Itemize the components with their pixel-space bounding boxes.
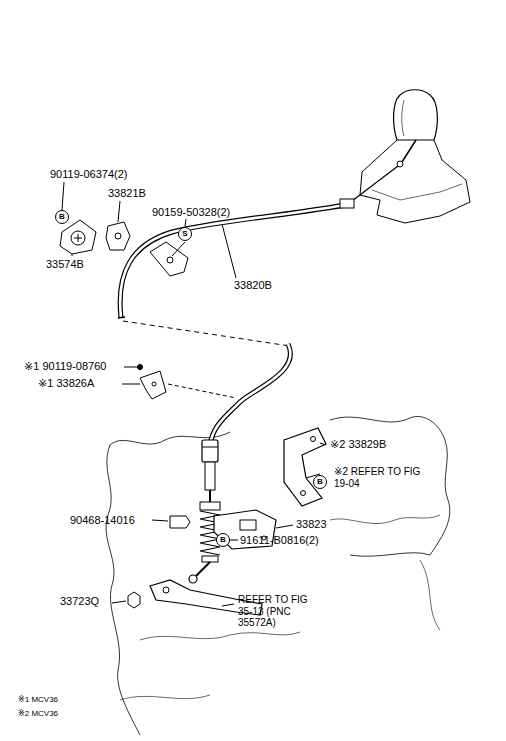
part-number: ※2 REFER TO FIG 19-04 <box>334 466 426 489</box>
part-number: ※1 90119-08760 <box>24 360 106 373</box>
part-number: REFER TO FIG 35-13 (PNC 35572A) <box>238 594 314 629</box>
symbol-letter: S <box>182 230 187 238</box>
part-number: 91611-B0816(2) <box>240 534 319 547</box>
part-number: 90159-50328(2) <box>152 206 230 219</box>
part-number: ※1 33826A <box>38 377 94 390</box>
part-number: 33574B <box>46 258 84 271</box>
part-number: 33821B <box>108 187 146 200</box>
part-number: 90468-14016 <box>70 514 135 527</box>
symbol-letter: B <box>317 478 323 486</box>
part-number: ※2 MCV36 <box>18 709 58 718</box>
symbol-letter: B <box>220 536 226 544</box>
part-number: 33820B <box>234 279 272 292</box>
fastener-symbol: B <box>313 475 327 489</box>
fastener-symbol: S <box>178 227 192 241</box>
symbol-letter: B <box>59 213 65 221</box>
fastener-symbol: B <box>55 210 69 224</box>
part-number: 33723Q <box>60 595 99 608</box>
part-number: ※2 33829B <box>330 438 386 451</box>
part-number: 90119-06374(2) <box>50 168 127 181</box>
part-number: ※1 MCV36 <box>18 695 58 704</box>
fastener-symbol: B <box>216 533 230 547</box>
part-number: 33823 <box>296 518 327 531</box>
